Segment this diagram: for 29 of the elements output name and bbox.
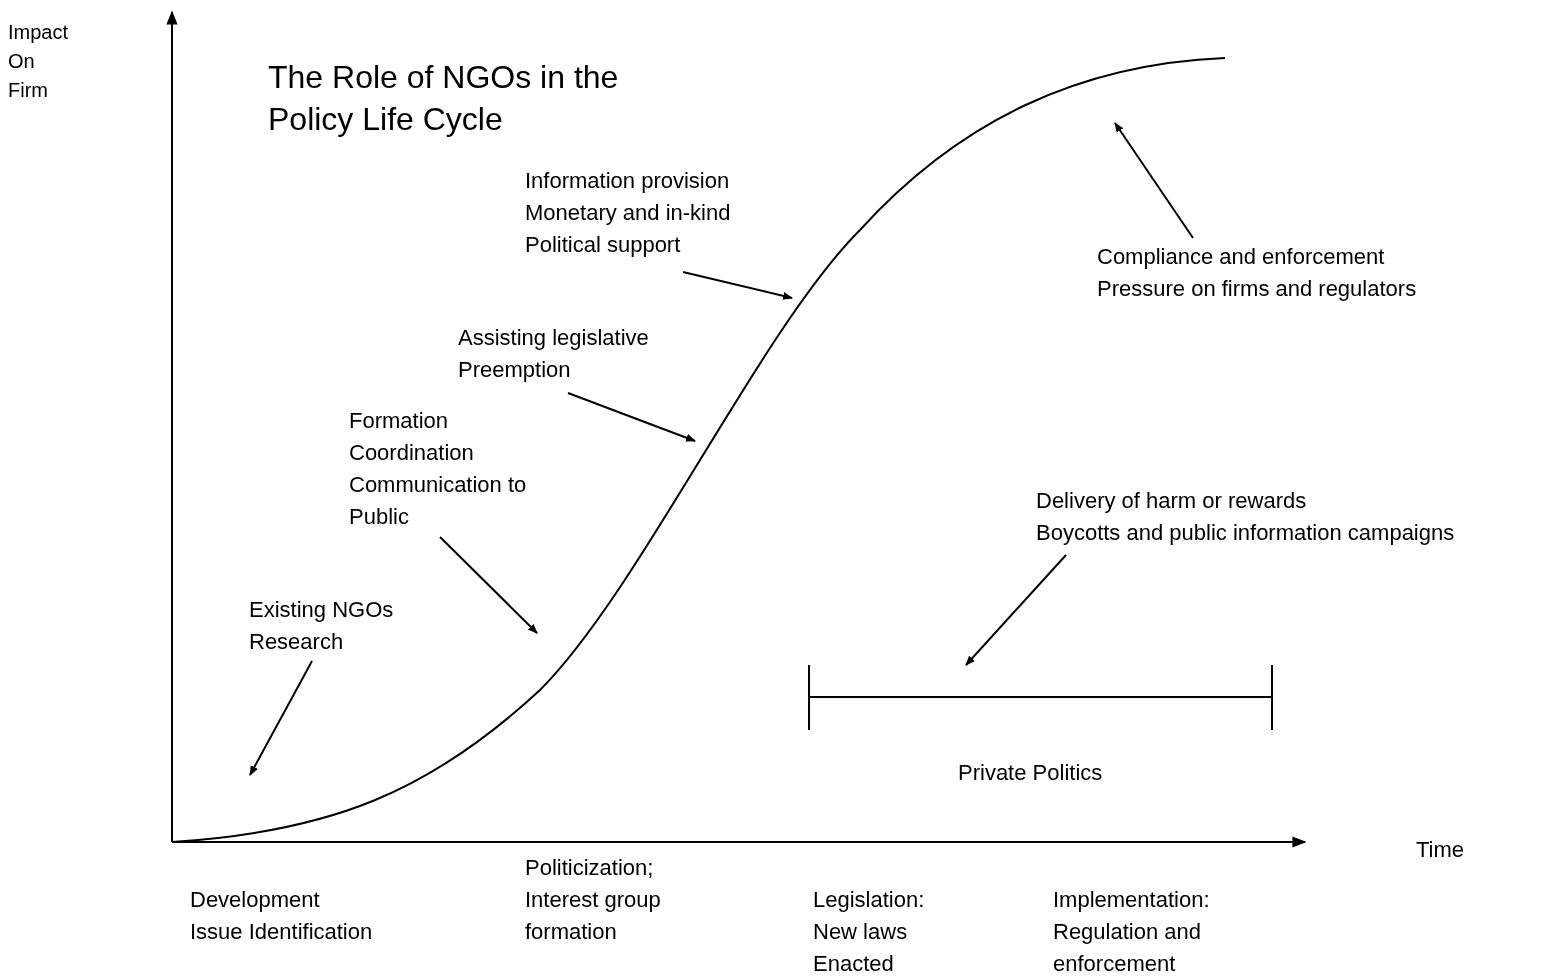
stage-label: Politicization; Interest group formation [525,854,662,946]
callout-text: Compliance and enforcement [1097,243,1386,271]
range-bar [807,664,1274,731]
bar-caption: Private Politics [958,759,1103,787]
callout-text: Coordination [349,439,475,467]
callout-text: Research [249,628,345,656]
arrow [567,392,696,442]
callout-text: Information provision [525,167,731,195]
title: The Role of NGOs in the Policy Life Cycle [268,58,620,139]
stage-label: Development [190,886,321,914]
stage-label: Issue Identification [190,918,374,946]
arrow [682,271,793,300]
arrow [1114,122,1194,239]
callout-text: Boycotts and public information campaigns [1036,519,1456,547]
callout-text: Formation [349,407,450,435]
callout-text: Assisting legislative Preemption [458,324,650,384]
arrow [439,536,538,634]
callout-text: Monetary and in-kind [525,199,732,227]
callout-text: Communication to Public [349,471,528,531]
arrow [965,554,1067,666]
axis-label: Impact On Firm [8,20,68,103]
callout-text: Political support [525,231,682,259]
axis-label: Time [1416,836,1466,864]
callout-text: Delivery of harm or rewards [1036,487,1308,515]
callout-text: Existing NGOs [249,596,395,624]
arrow [249,660,313,776]
stage-label: Implementation: Regulation and enforcement [1053,886,1211,978]
stage-label: Legislation: New laws Enacted [813,886,926,978]
callout-text: Pressure on firms and regulators [1097,275,1418,303]
